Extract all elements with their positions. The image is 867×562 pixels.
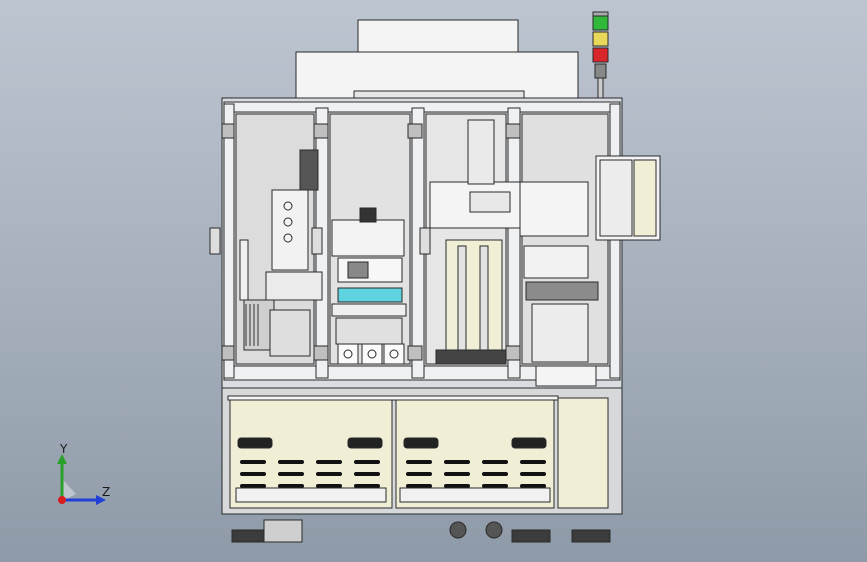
coordinate-triad: Y Z xyxy=(40,438,120,518)
z-axis-label: Z xyxy=(102,485,111,499)
triad-graphic xyxy=(57,454,106,505)
top-box xyxy=(357,19,519,53)
stack-light xyxy=(592,11,609,101)
door-handle-left xyxy=(209,227,221,255)
y-axis-label: Y xyxy=(60,442,68,456)
